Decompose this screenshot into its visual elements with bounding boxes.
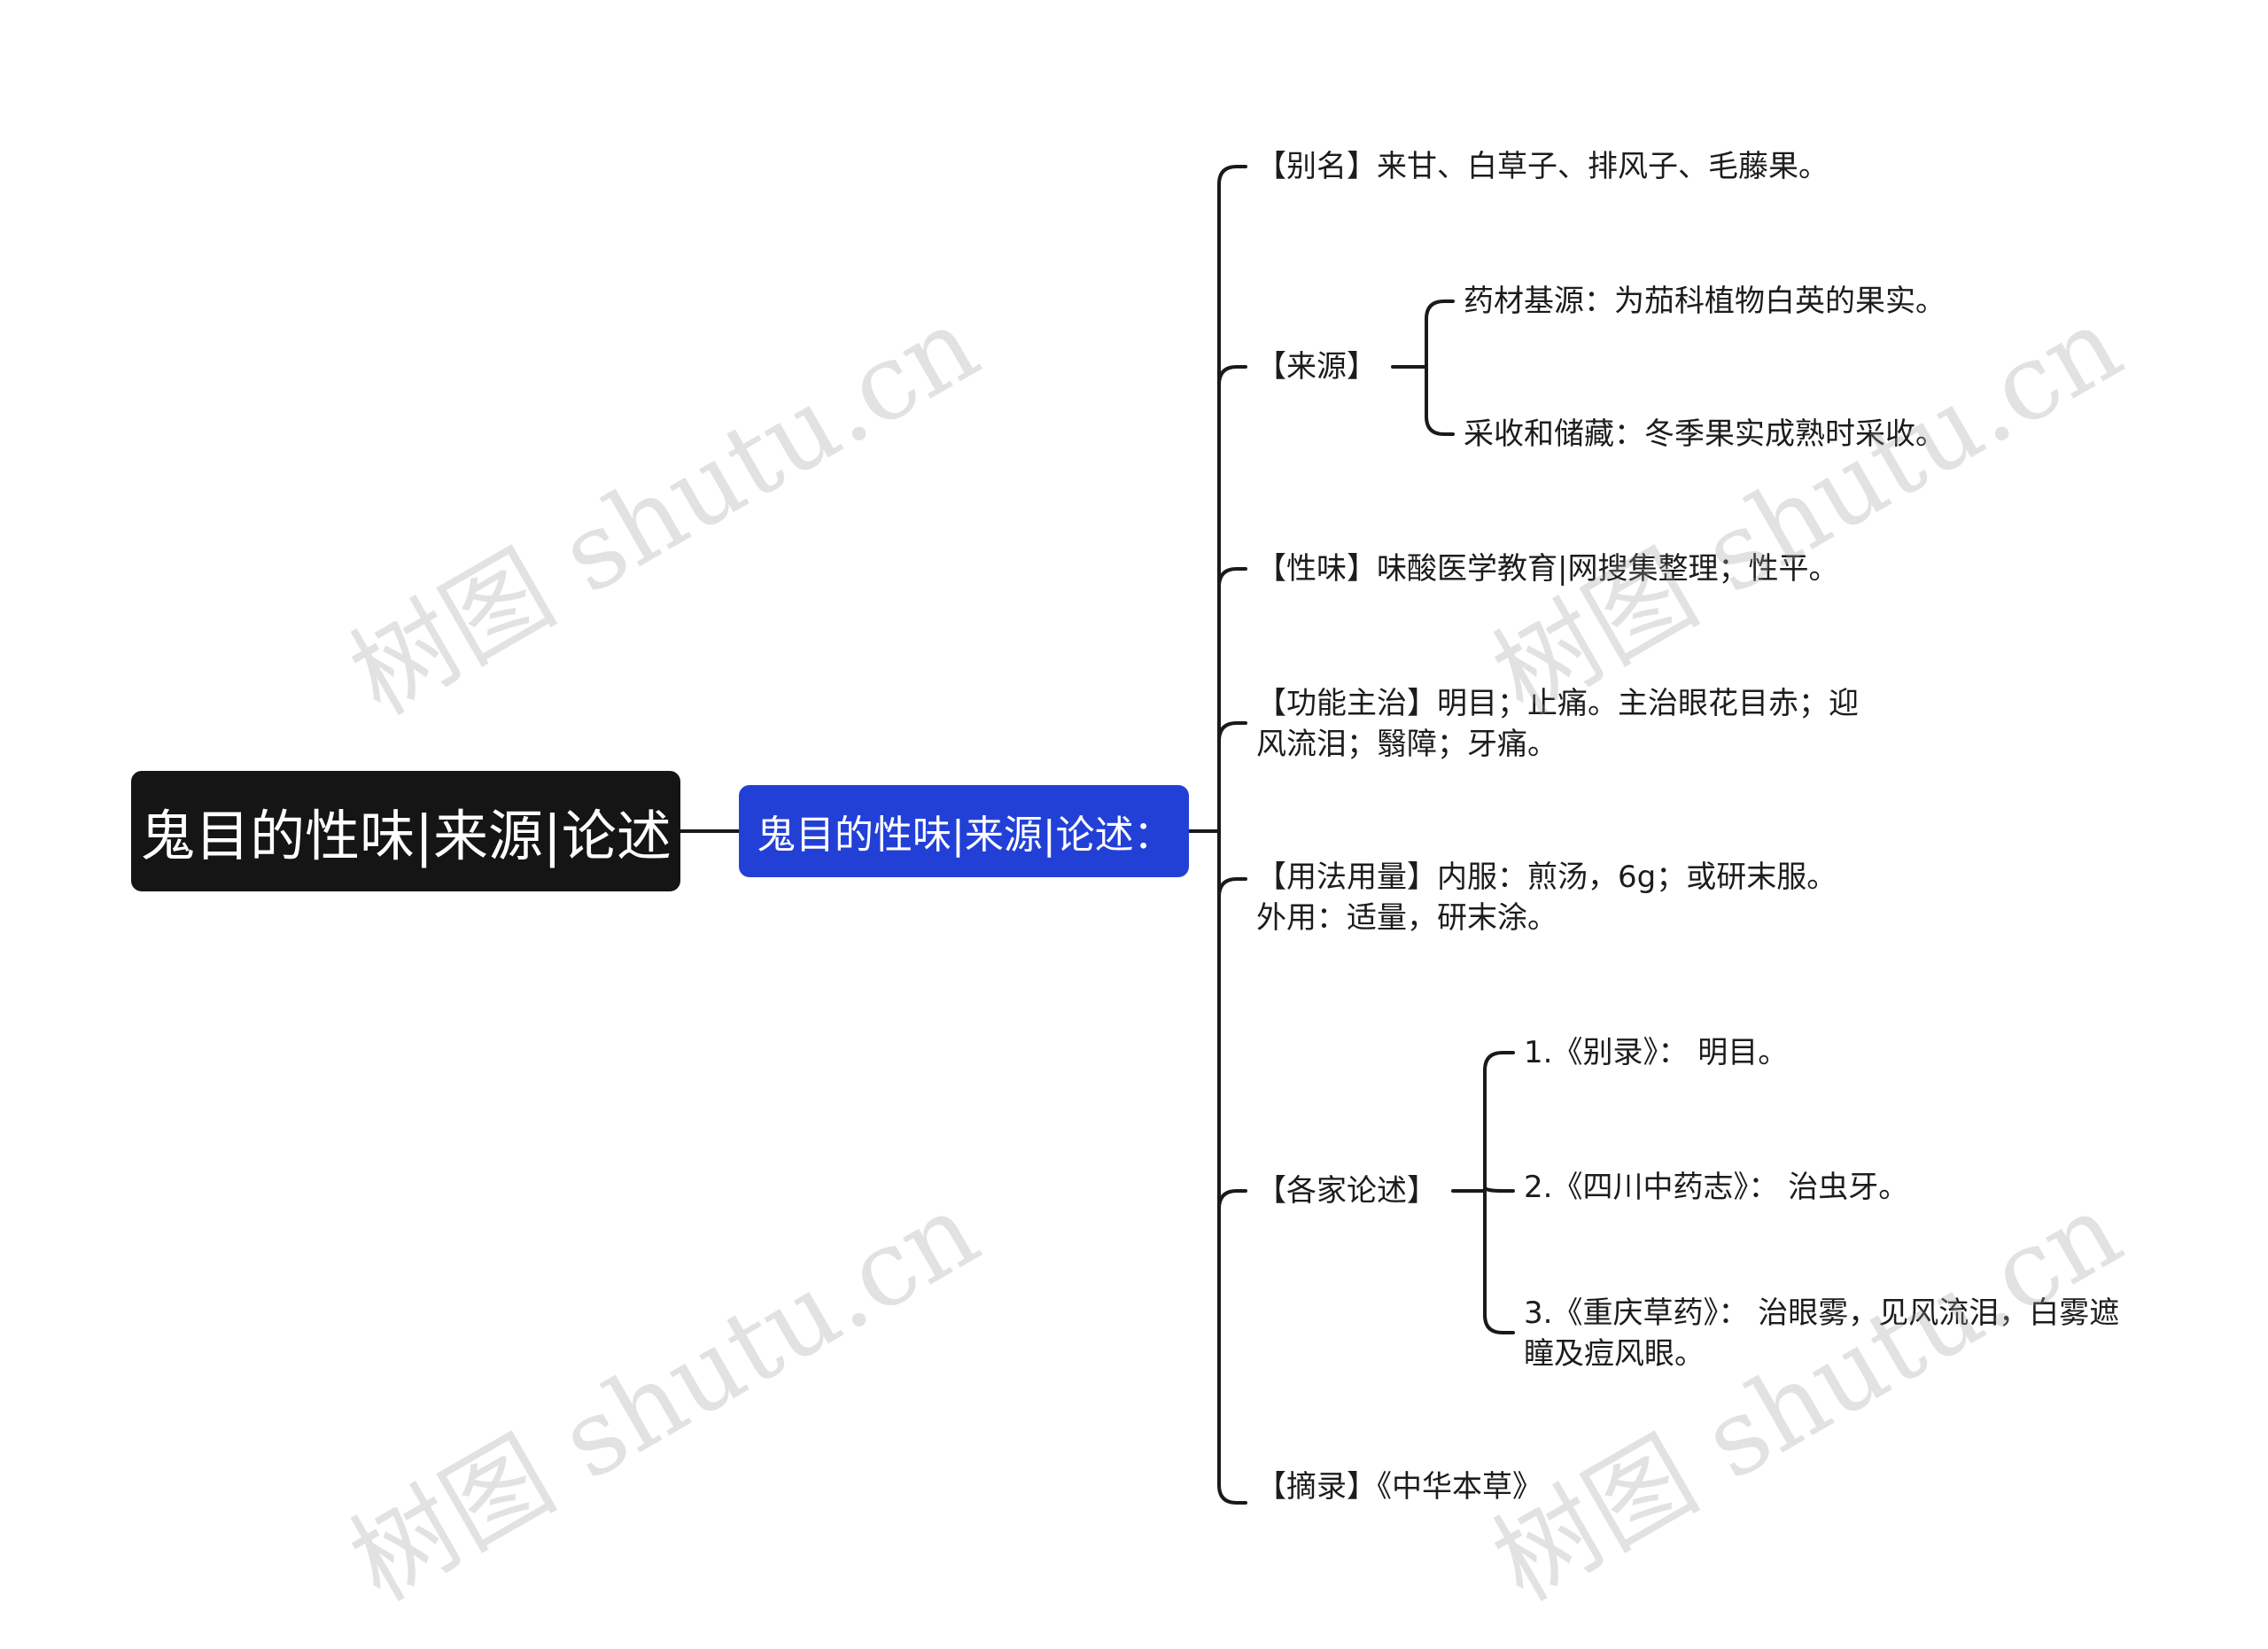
node-taste[interactable]: 【性味】味酸医学教育|网搜集整理；性平。	[1256, 551, 1839, 587]
connector-function	[1217, 721, 1247, 743]
root-node[interactable]: 鬼目的性味|来源|论述	[131, 771, 680, 891]
node-alias[interactable]: 【别名】来甘、白草子、排风子、毛藤果。	[1256, 149, 1829, 184]
node-function-line1: 【功能主治】明目；止痛。主治眼花目赤；迎	[1256, 686, 1859, 721]
node-discussion-1[interactable]: 1.《别录》： 明目。	[1524, 1035, 1789, 1070]
node-source-origin[interactable]: 药材基源：为茄科植物白英的果实。	[1464, 284, 1946, 319]
connector-excerpt	[1217, 1483, 1247, 1505]
node-discussion-3[interactable]: 3.《重庆草药》： 治眼雾，见风流泪，白雾遮 瞳及痘风眼。	[1524, 1293, 2119, 1374]
node-source[interactable]: 【来源】	[1256, 349, 1377, 385]
node-discussion-3-line1: 3.《重庆草药》： 治眼雾，见风流泪，白雾遮	[1524, 1295, 2120, 1331]
node-discussion-3-line2: 瞳及痘风眼。	[1524, 1336, 1705, 1372]
node-usage-line2: 外用：适量，研末涂。	[1256, 900, 1557, 936]
node-function[interactable]: 【功能主治】明目；止痛。主治眼花目赤；迎 风流泪；翳障；牙痛。	[1256, 683, 1859, 765]
node-usage[interactable]: 【用法用量】内服：煎汤，6g；或研末服。 外用：适量，研末涂。	[1256, 857, 1837, 938]
connector-alias	[1217, 165, 1247, 186]
branch-node[interactable]: 鬼目的性味|来源|论述：	[739, 785, 1189, 877]
node-usage-line1: 【用法用量】内服：煎汤，6g；或研末服。	[1256, 860, 1837, 895]
connector-usage	[1217, 877, 1247, 898]
node-discussions[interactable]: 【各家论述】	[1256, 1173, 1437, 1209]
node-function-line2: 风流泪；翳障；牙痛。	[1256, 727, 1557, 762]
connector-source	[1217, 365, 1247, 386]
node-source-harvest[interactable]: 采收和储藏：冬季果实成熟时采收。	[1464, 416, 1946, 452]
connector-taste	[1217, 567, 1247, 588]
node-excerpt[interactable]: 【摘录】《中华本草》	[1256, 1469, 1542, 1505]
node-discussion-2[interactable]: 2.《四川中药志》： 治虫牙。	[1524, 1170, 1909, 1205]
connector-discussions	[1217, 1189, 1247, 1210]
